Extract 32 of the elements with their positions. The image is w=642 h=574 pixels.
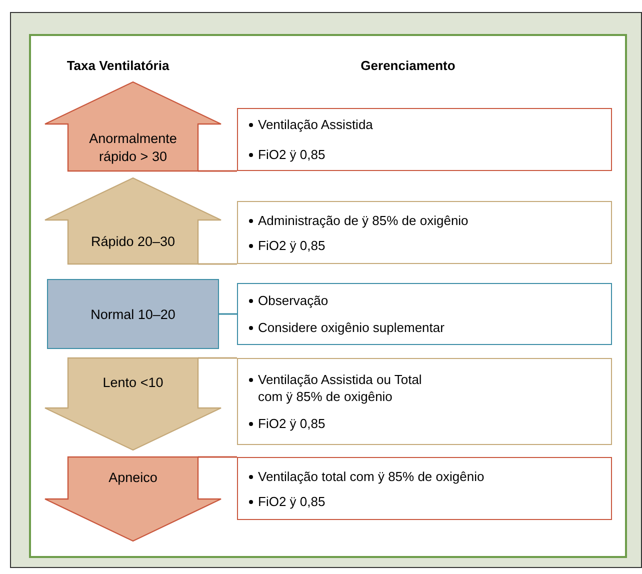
bullet-text: Ventilação Assistida: [258, 117, 373, 132]
down-arrow-shape: [45, 457, 221, 541]
connector-line: [198, 170, 237, 172]
bullet-text: Ventilação total com ÿ 85% de oxigênio: [258, 468, 484, 484]
rate-box: [47, 279, 219, 349]
up-arrow-shape: [45, 82, 221, 171]
connector-line: [219, 313, 237, 315]
rate-label: Normal 10–20: [90, 306, 176, 322]
column-heading: Taxa Ventilatória: [66, 58, 170, 73]
connector-line: [198, 263, 237, 265]
column-heading: Gerenciamento: [360, 58, 456, 73]
down-arrow-shape: [45, 358, 221, 450]
management-box: [237, 201, 612, 264]
connector-line: [198, 456, 237, 458]
rate-label: Rápido 20–30: [90, 233, 176, 251]
management-box: [237, 108, 612, 171]
management-box: [237, 283, 612, 345]
bullet-text: FiO2 ÿ 0,85: [258, 416, 326, 431]
rate-label: Anormalmente rápido > 30: [88, 130, 178, 166]
bullet-text: Observação: [258, 293, 328, 308]
management-box: [237, 457, 612, 520]
bullet-text: Ventilação Assistida ou Total com ÿ 85% de oxigênio: [258, 372, 422, 404]
up-arrow-shape: [45, 178, 221, 264]
rate-label: Apneico: [108, 469, 158, 487]
connector-line: [198, 357, 237, 359]
bullet-text: Administração de ÿ 85% de oxigênio: [258, 212, 468, 228]
bullet-text: Considere oxigênio suplementar: [258, 320, 444, 335]
rate-label: Lento <10: [102, 374, 164, 392]
bullet-text: FiO2 ÿ 0,85: [258, 494, 326, 508]
management-box: [237, 358, 612, 445]
bullet-text: FiO2 ÿ 0,85: [258, 238, 326, 252]
bullet-text: FiO2 ÿ 0,85: [258, 147, 326, 162]
